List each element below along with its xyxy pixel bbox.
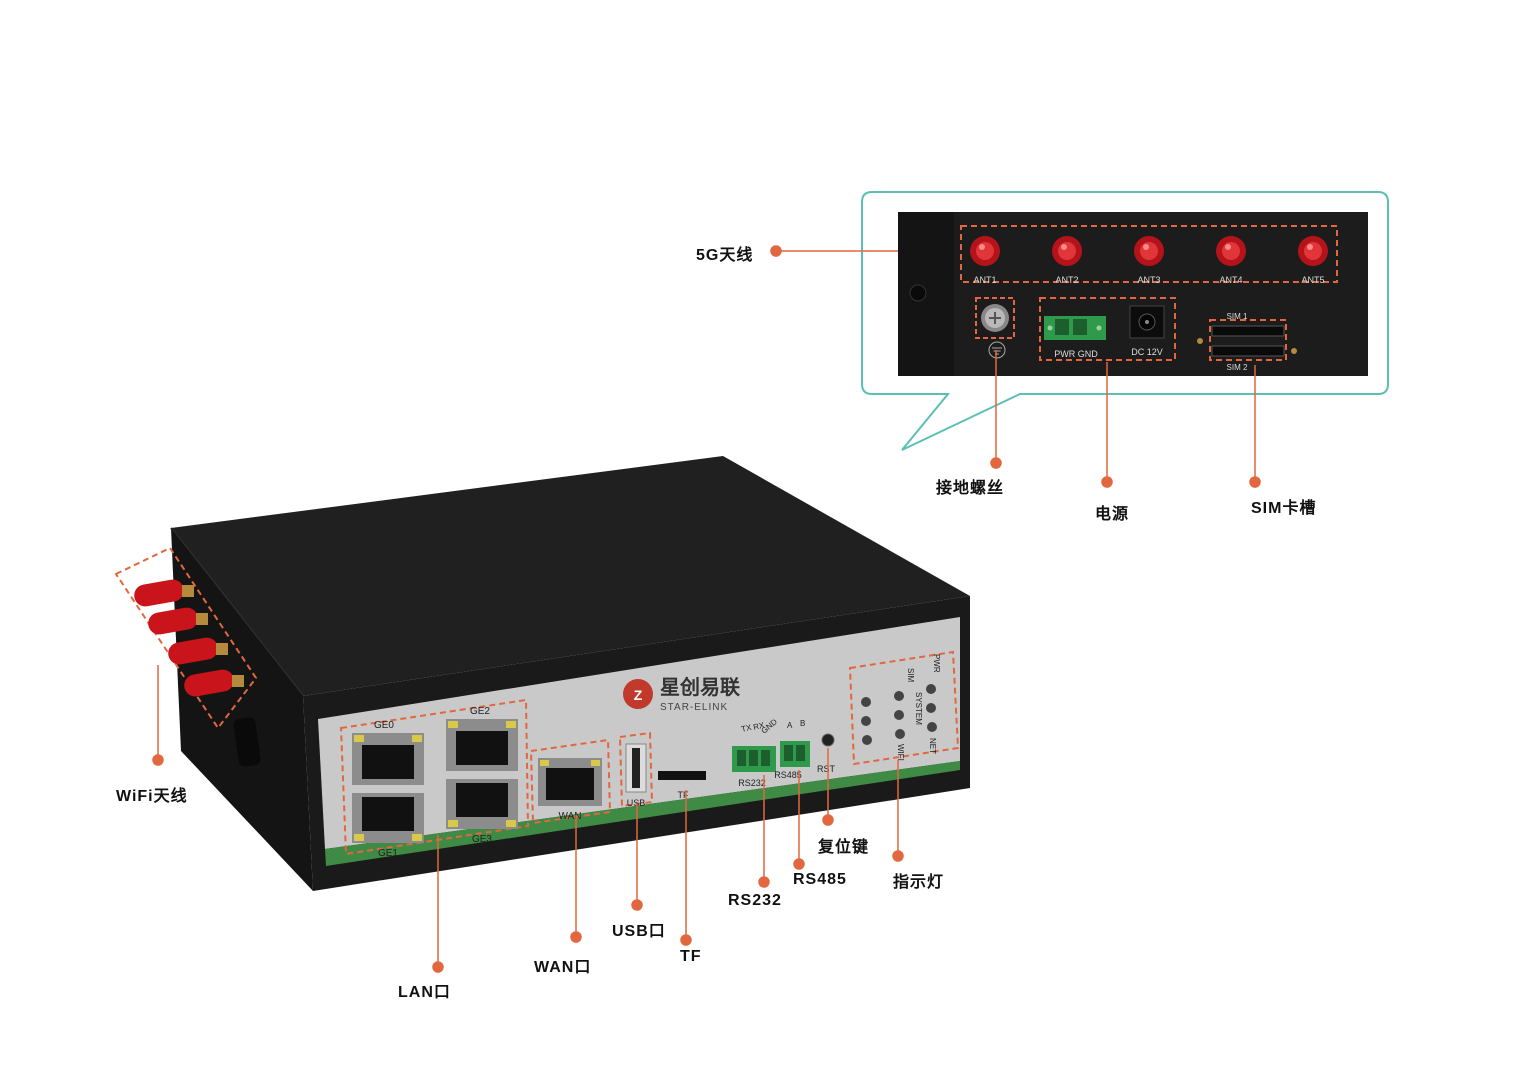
led-net-label: NET: [928, 738, 937, 754]
led-sim-label: SIM: [906, 668, 915, 683]
wan-label: WAN: [559, 811, 582, 822]
callout-ground-screw: 接地螺丝: [936, 480, 1005, 497]
router-illustration: GE0 GE2 GE1 GE3 WAN USB TF Z 星创易联 STAR-E…: [114, 456, 970, 891]
callout-5g-antenna: 5G天线: [696, 247, 754, 264]
led-dot-right: [1291, 348, 1297, 354]
led-wifi-label: WIFI: [896, 744, 905, 761]
brand-logo: Z: [623, 679, 653, 709]
wifi-antenna-3: [168, 637, 228, 665]
sim2-slot: [1211, 345, 1285, 357]
pwr-gnd-label: PWR GND: [1054, 349, 1098, 359]
tf-label: TF: [678, 790, 689, 800]
ant4-label: ANT4: [1219, 275, 1242, 285]
led-system-label: SYSTEM: [914, 692, 923, 725]
side-hole: [909, 284, 927, 302]
lan-port-ge0: [352, 733, 424, 785]
dc-12v-label: DC 12V: [1131, 347, 1163, 357]
callout-power: 电源: [1095, 506, 1130, 523]
ant5-label: ANT5: [1301, 275, 1324, 285]
brand-name: 星创易联: [660, 675, 740, 699]
rs232-terminal: [732, 746, 776, 772]
indicator-frame: [848, 650, 960, 766]
ant-connector-1: [970, 236, 1000, 266]
callout-usb: USB口: [612, 923, 666, 940]
callout-reset: 复位键: [818, 839, 870, 856]
dc-jack: [1129, 305, 1165, 339]
brand-sub: STAR-ELINK: [660, 702, 728, 713]
top-surface: [171, 456, 970, 696]
ge3-label: GE3: [472, 834, 492, 845]
callout-wan: WAN口: [534, 959, 592, 976]
rs485-label: RS485: [774, 770, 802, 780]
a-label: A: [787, 721, 793, 730]
wan-frame: [529, 738, 612, 825]
ant1-label: ANT1: [973, 275, 996, 285]
callout-rs232: RS232: [728, 892, 782, 909]
ant-connector-3: [1134, 236, 1164, 266]
svg-text:Z: Z: [634, 687, 643, 703]
usb-frame: [618, 731, 654, 808]
sim-frame: [1209, 319, 1287, 361]
indicator-leds: [861, 684, 937, 745]
wifi-antenna-1: [134, 579, 194, 607]
ant2-label: ANT2: [1055, 275, 1078, 285]
lan-port-ge3: [446, 779, 518, 829]
ant-connector-5: [1298, 236, 1328, 266]
ant-group-frame: [960, 225, 1338, 283]
green-strip: [325, 761, 960, 866]
ant-connector-4: [1216, 236, 1246, 266]
ge1-label: GE1: [378, 848, 398, 859]
ground-screw: [981, 304, 1009, 332]
rs232-label: RS232: [738, 778, 766, 788]
reset-button[interactable]: [821, 733, 835, 747]
tx-label: TX: [740, 723, 753, 734]
back-panel-inset: ANT1 ANT2 ANT3 ANT4 ANT5 PWR GND: [860, 190, 1390, 460]
rs485-terminal: [780, 741, 810, 767]
lan-port-ge1: [352, 793, 424, 843]
rst-label: RST: [817, 764, 836, 774]
callout-lan: LAN口: [398, 984, 451, 1001]
sim1-label: SIM 1: [1227, 312, 1248, 321]
led-dot-left: [1197, 338, 1203, 344]
wifi-antenna-4: [184, 669, 244, 697]
ge2-label: GE2: [470, 706, 490, 717]
router-device: GE0 GE2 GE1 GE3 WAN USB TF Z 星创易联 STAR-E…: [108, 456, 978, 896]
callout-rs485: RS485: [793, 871, 847, 888]
callout-sim-slot: SIM卡槽: [1251, 500, 1317, 517]
led-pwr-label: PWR: [932, 654, 941, 673]
back-panel-illustration: ANT1 ANT2 ANT3 ANT4 ANT5 PWR GND: [861, 191, 1389, 451]
usb-label: USB: [627, 798, 646, 808]
side-switch: [233, 717, 261, 767]
rx-label: RX: [752, 720, 766, 732]
wifi-antenna-frame: [114, 546, 258, 730]
callout-tf: TF: [680, 948, 702, 965]
power-frame: [1039, 297, 1176, 361]
ant3-label: ANT3: [1137, 275, 1160, 285]
ground-screw-frame: [975, 297, 1015, 339]
lan-port-ge2: [446, 719, 518, 771]
ge0-label: GE0: [374, 720, 394, 731]
wan-port: [538, 758, 602, 806]
tf-slot: [658, 771, 706, 780]
callout-indicator: 指示灯: [893, 874, 945, 891]
sim2-label: SIM 2: [1227, 363, 1248, 372]
lan-group-frame: [339, 698, 530, 856]
wifi-antenna-2: [148, 607, 208, 635]
callout-wifi-antenna: WiFi天线: [116, 788, 188, 805]
b-label: B: [800, 719, 805, 728]
ant-connector-2: [1052, 236, 1082, 266]
power-terminal-block: [1044, 316, 1106, 340]
sim1-slot: [1211, 325, 1285, 337]
usb-port-inner: [632, 748, 640, 788]
